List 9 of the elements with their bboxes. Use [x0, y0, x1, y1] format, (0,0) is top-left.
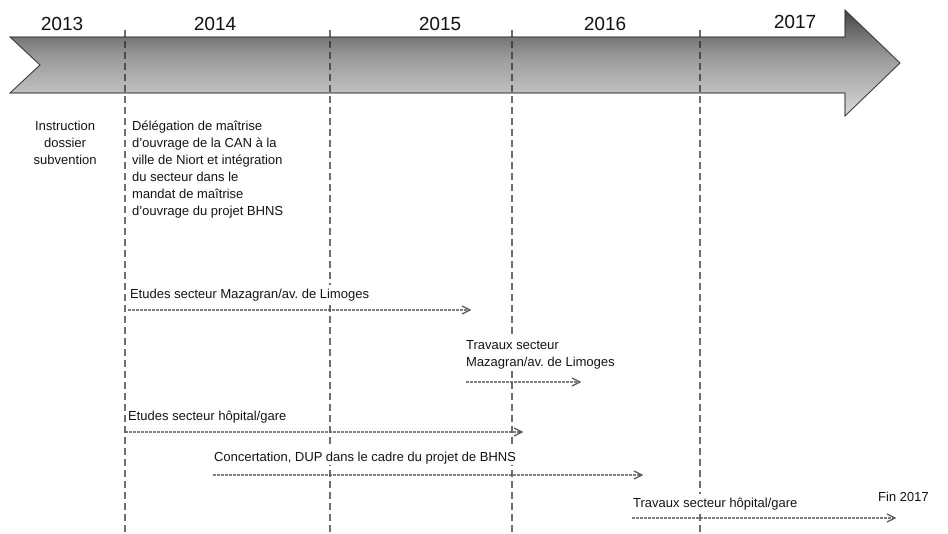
task-label: Concertation, DUP dans le cadre du projet de BHNS: [214, 448, 516, 465]
task-label: Délégation de maîtrise d’ouvrage de la CAN à la ville de Niort et intégration du secteur dans le mandat de maîtrise d’ouvrage du projet BHNS: [132, 117, 284, 219]
year-label: 2015: [418, 14, 462, 36]
task-label: Travaux secteur hôpital/gare: [633, 494, 798, 511]
task-label: Etudes secteur Mazagran/av. de Limoges: [130, 285, 369, 302]
year-label: 2014: [192, 14, 238, 36]
year-label: 2016: [582, 14, 628, 36]
year-label: 2017: [772, 12, 818, 34]
year-label: 2013: [40, 14, 84, 36]
